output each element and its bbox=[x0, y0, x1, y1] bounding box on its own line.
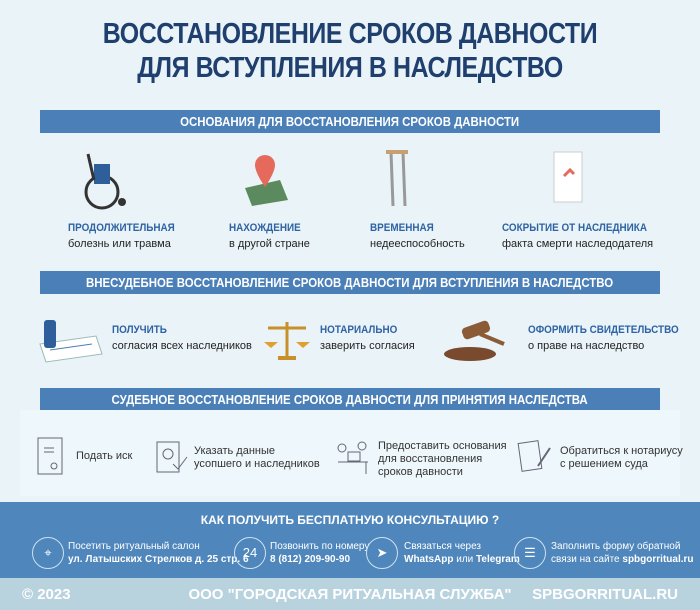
out-of-court-sub-3: о праве на наследство bbox=[528, 340, 645, 352]
reason-sub-3: недееспособность bbox=[370, 238, 465, 250]
footer: © 2023 ООО "ГОРОДСКАЯ РИТУАЛЬНАЯ СЛУЖБА"… bbox=[0, 578, 700, 610]
out-of-court-sub-2: заверить согласия bbox=[320, 340, 415, 352]
page-title-line2: ДЛЯ ВСТУПЛЕНИЯ В НАСЛЕДСТВО bbox=[137, 52, 563, 84]
map-pin-icon bbox=[245, 155, 288, 206]
section2-heading: ВНЕСУДЕБНОЕ ВОССТАНОВЛЕНИЕ СРОКОВ ДАВНОС… bbox=[40, 271, 660, 294]
out-of-court-sub-1: согласия всех наследников bbox=[112, 340, 252, 352]
reason-label-1: ПРОДОЛЖИТЕЛЬНАЯ bbox=[68, 222, 175, 234]
screen-icon bbox=[553, 151, 583, 203]
court-steps-panel bbox=[20, 410, 680, 496]
page-title-line1: ВОССТАНОВЛЕНИЕ СРОКОВ ДАВНОСТИ bbox=[102, 18, 598, 50]
gavel-icon bbox=[444, 320, 505, 361]
out-of-court-label-1: ПОЛУЧИТЬ bbox=[112, 324, 167, 336]
location-icon: ⌖ bbox=[32, 537, 64, 569]
wheelchair-icon bbox=[84, 153, 126, 210]
crutches-icon bbox=[386, 150, 408, 207]
passport-check-icon bbox=[156, 441, 188, 473]
meeting-icon bbox=[337, 441, 368, 474]
section3-heading: СУДЕБНОЕ ВОССТАНОВЛЕНИЕ СРОКОВ ДАВНОСТИ … bbox=[40, 388, 660, 411]
company-name: ООО "ГОРОДСКАЯ РИТУАЛЬНАЯ СЛУЖБА" bbox=[188, 586, 512, 603]
chat-icon: ☰ bbox=[514, 537, 546, 569]
reason-sub-4: факта смерти наследодателя bbox=[502, 238, 654, 250]
phone-24-icon: 24 bbox=[234, 537, 266, 569]
clipboard-pen-icon bbox=[517, 440, 551, 472]
scales-icon bbox=[264, 322, 310, 360]
telegram-icon: ➤ bbox=[366, 537, 398, 569]
out-of-court-label-3: ОФОРМИТЬ СВИДЕТЕЛЬСТВО bbox=[528, 324, 679, 336]
contact-heading: КАК ПОЛУЧИТЬ БЕСПЛАТНУЮ КОНСУЛЬТАЦИЮ ? bbox=[200, 513, 500, 527]
out-of-court-label-2: НОТАРИАЛЬНО bbox=[320, 324, 398, 336]
contact-band bbox=[0, 502, 700, 578]
site-link[interactable]: SPBGORRITUAL.RU bbox=[532, 586, 678, 603]
reason-label-4: СОКРЫТИЕ ОТ НАСЛЕДНИКА bbox=[502, 222, 647, 234]
reason-label-2: НАХОЖДЕНИЕ bbox=[229, 222, 301, 234]
reason-sub-2: в другой стране bbox=[229, 238, 310, 250]
document-pen-icon bbox=[39, 320, 103, 363]
reason-label-3: ВРЕМЕННАЯ bbox=[370, 222, 434, 234]
court-step-1: Подать иск bbox=[76, 450, 133, 462]
section1-heading: ОСНОВАНИЯ ДЛЯ ВОССТАНОВЛЕНИЯ СРОКОВ ДАВН… bbox=[40, 110, 660, 133]
certificate-icon bbox=[37, 437, 63, 475]
copyright: © 2023 bbox=[22, 586, 71, 603]
reason-sub-1: болезнь или травма bbox=[68, 238, 171, 250]
